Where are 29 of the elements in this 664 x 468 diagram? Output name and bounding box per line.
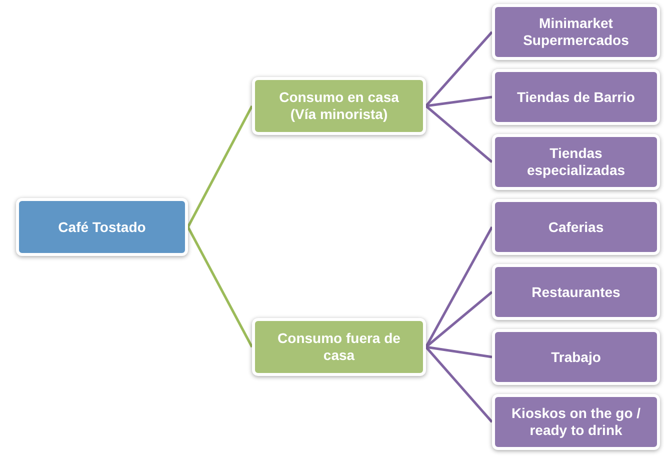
node-label: Tiendas especializadas — [526, 145, 626, 179]
node-label: Caferias — [548, 218, 604, 236]
node-label: Café Tostado — [58, 218, 146, 236]
connector-line — [425, 105, 493, 163]
connector-line — [425, 291, 493, 348]
node-label: Tiendas de Barrio — [516, 88, 635, 106]
category-box — [492, 134, 660, 190]
connector-line — [424, 226, 494, 348]
category-box — [492, 329, 660, 385]
root-box — [16, 198, 188, 256]
node-label: Consumo fuera de casa — [277, 330, 401, 364]
branch-box — [252, 77, 426, 135]
node-label: Trabajo — [551, 348, 601, 366]
connector-line — [426, 346, 492, 358]
node-label: Consumo en casa (Vía minorista) — [278, 89, 400, 123]
node-label: Minimarket Supermercados — [522, 15, 630, 49]
category-box — [492, 199, 660, 255]
node-label: Restaurantes — [532, 284, 620, 300]
connector-line — [425, 31, 493, 107]
node-label: Kioskos on the go / ready to drink — [510, 405, 642, 439]
connector-line — [186, 226, 254, 348]
category-box — [492, 69, 660, 125]
category-box — [492, 4, 660, 60]
connector-line — [426, 96, 492, 108]
branch-box — [252, 318, 426, 376]
category-box — [492, 394, 660, 450]
connector-line — [186, 105, 254, 228]
connector-line — [425, 346, 493, 423]
category-box — [492, 264, 660, 320]
